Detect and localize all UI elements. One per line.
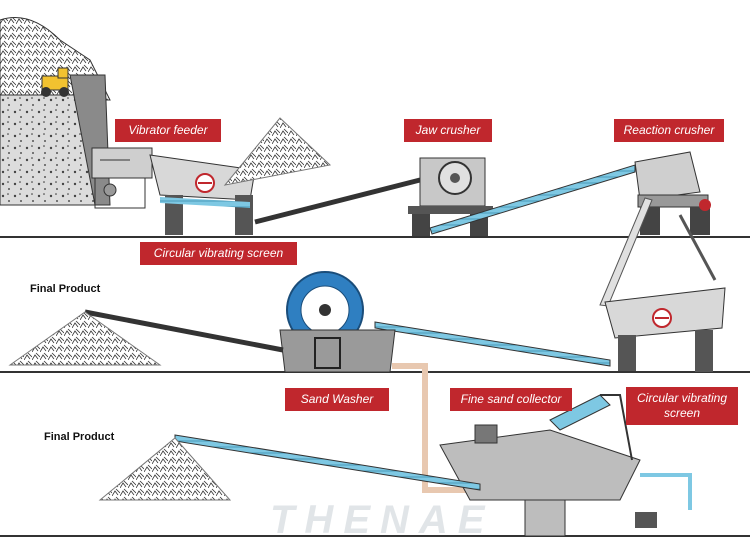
label-line-2: screen <box>663 406 701 420</box>
label-circular-vibrating-screen-bottom: Circular vibrating screen <box>626 387 738 425</box>
watermark: THENAE <box>270 498 495 542</box>
circular-vibrating-screen-top-machine <box>149 154 256 235</box>
sand-washer-machine <box>279 271 396 373</box>
conveyor-2 <box>429 164 636 235</box>
final-product-label-row3: Final Product <box>44 431 115 443</box>
label-reaction-crusher: Reaction crusher <box>614 119 724 142</box>
label-sand-washer: Sand Washer <box>285 388 389 411</box>
reaction-crusher-machine <box>634 151 711 235</box>
conveyor-5 <box>84 309 284 353</box>
final-product-pile-row3 <box>98 437 232 501</box>
label-line-1: Circular vibrating <box>636 391 728 405</box>
label-jaw-crusher: Jaw crusher <box>404 119 492 142</box>
label-fine-sand-collector: Fine sand collector <box>450 388 572 411</box>
stone-pile-top <box>223 117 332 186</box>
circular-vibrating-screen-row2-machine <box>604 287 726 372</box>
label-vibrator-feeder: Vibrator feeder <box>115 119 221 142</box>
label-circular-vibrating-screen-top: Circular vibrating screen <box>140 242 297 265</box>
final-product-pile-row2 <box>8 311 162 366</box>
conveyor-6 <box>174 434 481 491</box>
quarry-hill <box>0 17 111 206</box>
jaw-crusher-machine <box>408 157 493 236</box>
conveyor-3b <box>678 214 717 281</box>
fine-sand-collector-machine <box>439 394 657 537</box>
conveyor-3 <box>599 197 653 307</box>
pipe-system <box>392 363 470 493</box>
conveyor-4 <box>374 321 611 367</box>
final-product-label-row2: Final Product <box>30 283 101 295</box>
wheel-loader <box>41 67 69 97</box>
pipe-return <box>640 473 692 510</box>
conveyor-1 <box>254 177 421 225</box>
